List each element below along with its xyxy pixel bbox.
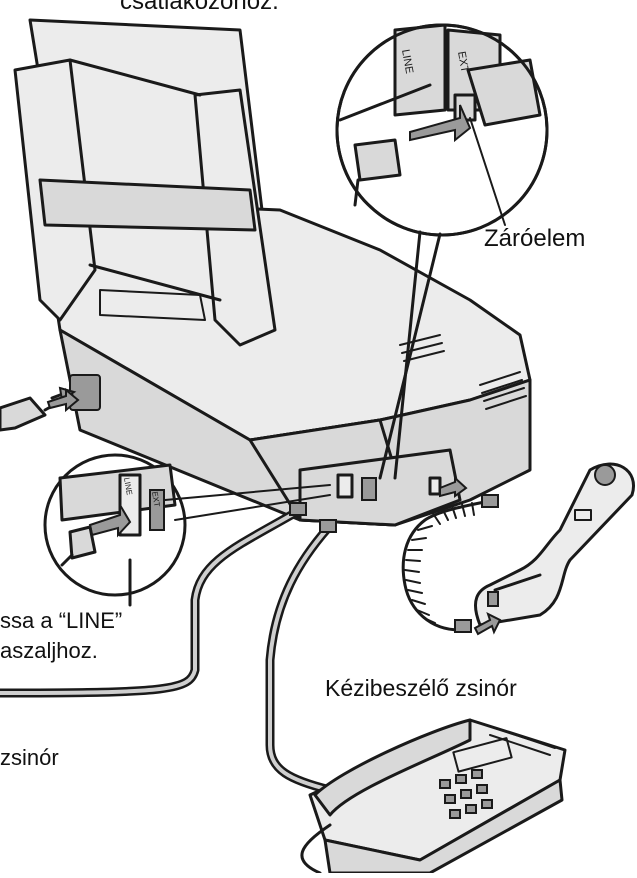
paper-guide xyxy=(40,180,255,230)
handset-jack xyxy=(430,478,440,494)
line-instruction-line1: ssa a “LINE” xyxy=(0,608,122,633)
handset xyxy=(475,464,633,625)
handset-cord-label: Kézibeszélő zsinór xyxy=(325,675,517,701)
power-plug xyxy=(0,388,74,430)
cord-fragment-label: zsinór xyxy=(0,745,59,770)
extension-cord xyxy=(270,528,365,800)
line-instruction-line2: aszaljhoz. xyxy=(0,638,98,663)
ext-jack xyxy=(362,478,376,500)
line-jack xyxy=(338,475,352,497)
top-caption: csatlakozóhoz. xyxy=(120,0,279,16)
closing-element-label: Záróelem xyxy=(484,225,585,253)
telephone xyxy=(302,720,565,873)
